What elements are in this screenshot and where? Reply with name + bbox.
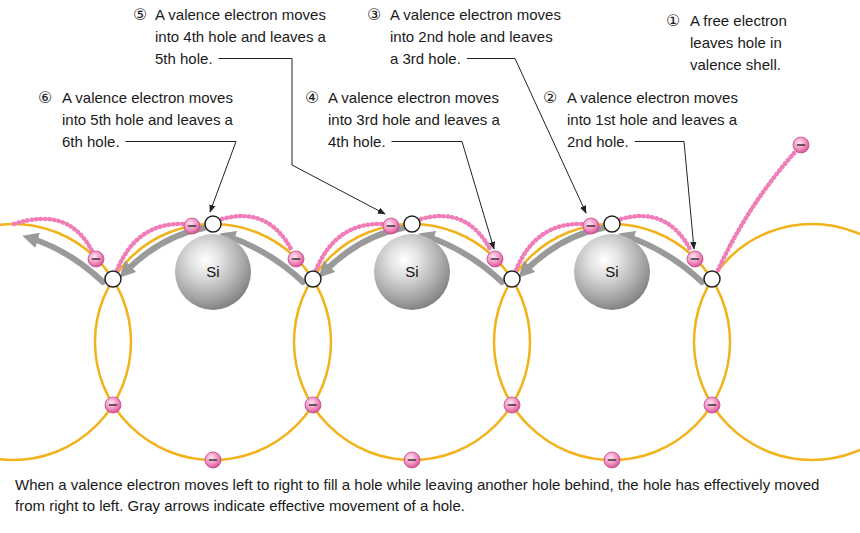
hole bbox=[704, 271, 720, 287]
hole bbox=[305, 271, 321, 287]
electron-trail bbox=[117, 224, 184, 270]
electron-trail bbox=[516, 224, 583, 270]
callout-text: A valence electron moves into 1st hole a… bbox=[567, 87, 740, 153]
callout-number: ③ bbox=[367, 4, 381, 26]
free-electron bbox=[793, 137, 809, 153]
minus-sign bbox=[798, 144, 805, 146]
minus-sign bbox=[293, 258, 300, 260]
minus-sign bbox=[588, 225, 595, 227]
leader-line bbox=[635, 142, 694, 250]
valence-orbit bbox=[95, 224, 331, 460]
electron-trail bbox=[14, 219, 92, 251]
callout-text: A valence electron moves into 2nd hole a… bbox=[390, 4, 563, 70]
atom-label: Si bbox=[405, 263, 418, 281]
minus-sign bbox=[609, 459, 616, 461]
electron bbox=[105, 397, 121, 413]
hole bbox=[205, 216, 221, 232]
electron bbox=[604, 452, 620, 468]
leader-line bbox=[126, 142, 237, 213]
electron bbox=[487, 251, 503, 267]
minus-sign bbox=[189, 225, 196, 227]
minus-sign bbox=[709, 404, 716, 406]
hole-movement-arrow bbox=[30, 238, 103, 282]
electron-trail bbox=[316, 224, 383, 270]
hole bbox=[105, 271, 121, 287]
hole bbox=[604, 216, 620, 232]
hole bbox=[404, 216, 420, 232]
callout-text: A free electron leaves hole in valence s… bbox=[690, 10, 800, 76]
minus-sign bbox=[210, 459, 217, 461]
callout-text: A valence electron moves into 5th hole a… bbox=[62, 87, 235, 153]
minus-sign bbox=[409, 459, 416, 461]
silicon-atom: Si bbox=[175, 234, 251, 310]
minus-sign bbox=[93, 258, 100, 260]
silicon-atom: Si bbox=[374, 234, 450, 310]
valence-orbit bbox=[0, 224, 131, 460]
electron bbox=[305, 397, 321, 413]
callout-number: ⑥ bbox=[38, 87, 52, 109]
electron bbox=[383, 218, 399, 234]
free-electron-trail bbox=[718, 152, 795, 270]
callout-number: ② bbox=[543, 87, 557, 109]
atom-label: Si bbox=[605, 263, 618, 281]
electron bbox=[288, 251, 304, 267]
callout-number: ④ bbox=[305, 87, 319, 109]
minus-sign bbox=[492, 258, 499, 260]
electron bbox=[687, 251, 703, 267]
callout-text: A valence electron moves into 3rd hole a… bbox=[328, 87, 501, 153]
callout-text: A valence electron moves into 4th hole a… bbox=[155, 4, 328, 70]
electron bbox=[704, 397, 720, 413]
caption: When a valence electron moves left to ri… bbox=[15, 474, 845, 516]
minus-sign bbox=[388, 225, 395, 227]
minus-sign bbox=[110, 404, 117, 406]
electron bbox=[205, 452, 221, 468]
electron bbox=[184, 218, 200, 234]
callout-number: ⑤ bbox=[133, 4, 147, 26]
electron bbox=[88, 251, 104, 267]
electron bbox=[583, 218, 599, 234]
leader-line bbox=[392, 142, 495, 250]
valence-orbit bbox=[694, 224, 860, 460]
minus-sign bbox=[310, 404, 317, 406]
minus-sign bbox=[509, 404, 516, 406]
minus-sign bbox=[692, 258, 699, 260]
callout-number: ① bbox=[666, 10, 680, 32]
silicon-atom: Si bbox=[574, 234, 650, 310]
atom-label: Si bbox=[206, 263, 219, 281]
leader-lines bbox=[126, 59, 695, 250]
electron bbox=[404, 452, 420, 468]
electron bbox=[504, 397, 520, 413]
hole bbox=[504, 271, 520, 287]
